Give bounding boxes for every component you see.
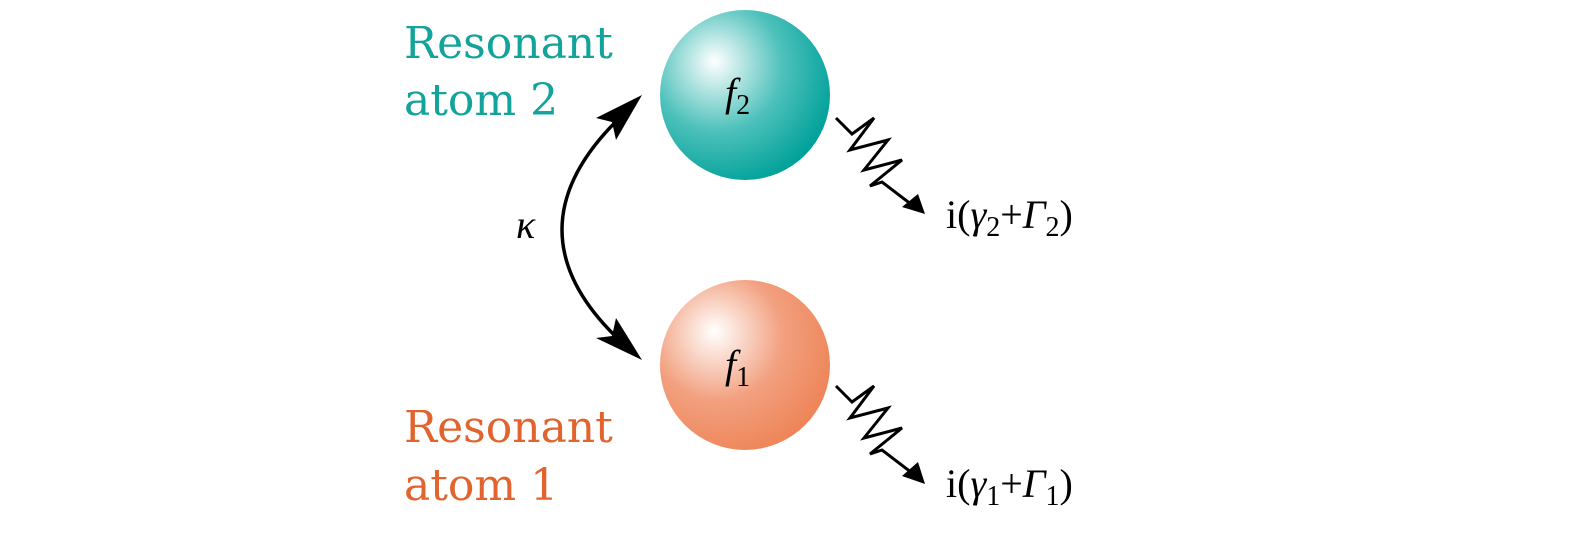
- decay1-arrowhead: [902, 462, 925, 484]
- atom2-label-line2: atom 2: [404, 75, 558, 126]
- atom2-label-line1: Resonant: [404, 18, 613, 69]
- atom1-symbol: f1: [725, 342, 750, 393]
- atom1-sphere: [660, 280, 830, 450]
- atom1-label-line2: atom 1: [404, 460, 558, 511]
- decay2-label: i(γ2+Γ2): [946, 192, 1073, 243]
- decay1-label: i(γ1+Γ1): [946, 461, 1073, 512]
- decay1-zigzag: [834, 384, 917, 478]
- decay2-zigzag: [834, 116, 917, 210]
- coupling-arrowhead-top: [596, 95, 642, 140]
- decay2-arrowhead: [902, 194, 925, 214]
- coupling-arrowhead-bottom: [596, 318, 642, 360]
- coupling-symbol: κ: [516, 202, 536, 247]
- atom1-label-line1: Resonant: [404, 402, 613, 453]
- coupling-arc: [560, 108, 630, 350]
- atom2-sphere: [660, 10, 830, 180]
